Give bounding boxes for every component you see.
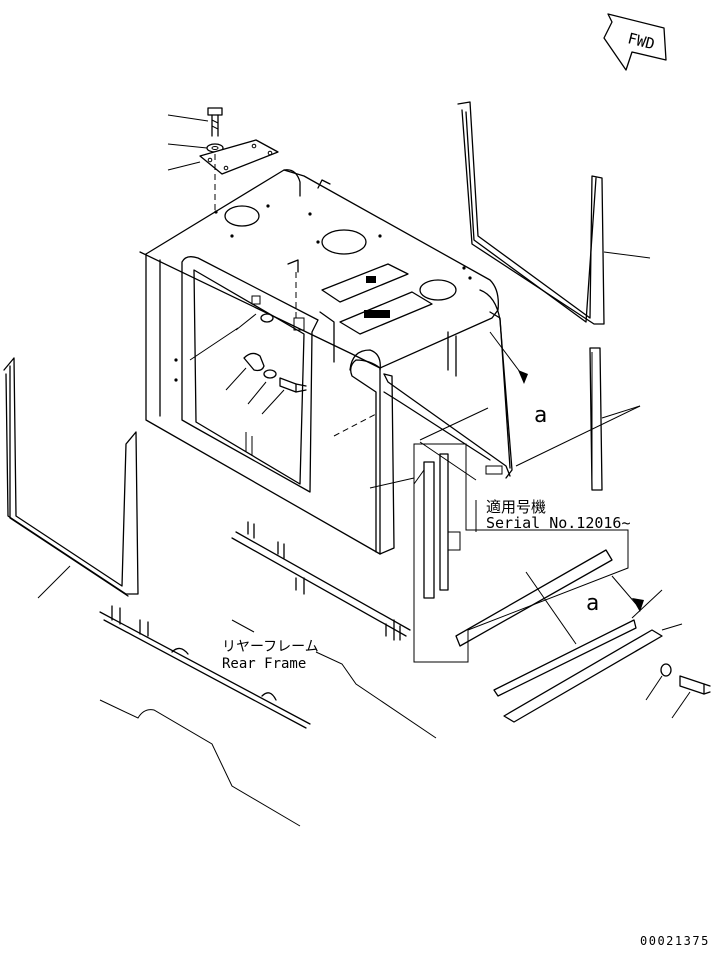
window-strip-top-right: [457, 101, 651, 325]
window-strip-left: [3, 357, 139, 599]
cover-plate: [167, 139, 279, 212]
fwd-arrow-icon: FWD: [603, 13, 667, 71]
window-strip-right: [589, 347, 641, 491]
callout-a-lower: a: [586, 591, 599, 616]
rear-frame-jp: リヤーフレーム: [222, 639, 319, 655]
rear-frame-en: Rear Frame: [222, 656, 306, 672]
washer-lower: [645, 663, 672, 701]
rear-frame: [99, 619, 437, 827]
serial-callout-box: [369, 441, 629, 663]
lower-rail-1: [231, 521, 411, 641]
cab-frame: [139, 169, 513, 555]
lower-rail-2: [99, 605, 311, 729]
seal-strip-lower-1: [493, 571, 663, 697]
washer-top: [167, 143, 224, 153]
bolt-lower: [671, 675, 711, 719]
inner-fasteners: [189, 272, 307, 415]
callout-a-upper: a: [534, 403, 547, 428]
seal-strip-lower-2: [503, 623, 683, 723]
serial-note-en: Serial No.12016~: [486, 514, 631, 532]
fwd-label: FWD: [626, 29, 657, 53]
serial-note-jp: 適用号機: [486, 498, 546, 516]
drawing-number: 00021375: [640, 934, 710, 948]
front-bracket-leaders: [333, 331, 641, 475]
bolt-top: [167, 107, 223, 137]
